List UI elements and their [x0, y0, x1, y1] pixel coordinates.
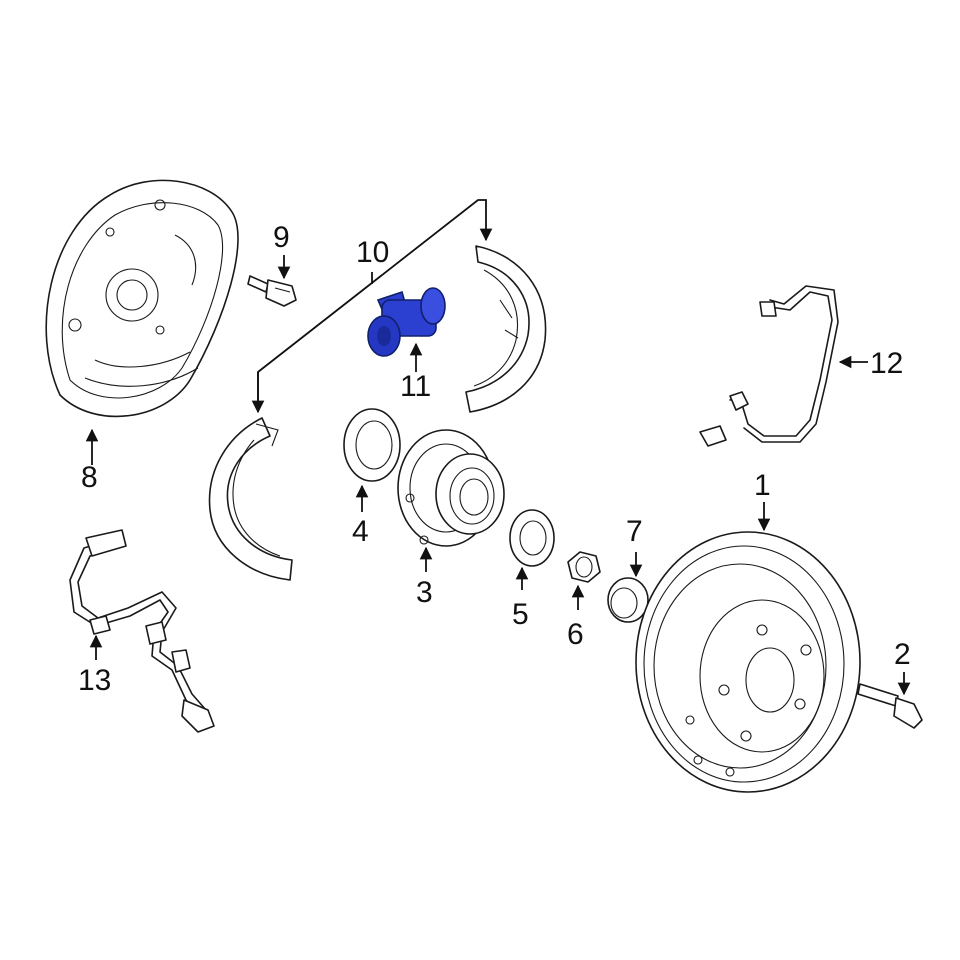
brake-line-part[interactable]	[699, 285, 839, 447]
callout-3: 3	[416, 576, 433, 609]
brake-shoe-group-leader	[251, 199, 493, 414]
callout-4: 4	[352, 515, 369, 548]
bolt-part[interactable]	[247, 275, 297, 307]
callout-9: 9	[273, 221, 290, 254]
brake-shoe-left-part[interactable]	[208, 417, 293, 581]
callout-8: 8	[81, 461, 98, 494]
callout-7: 7	[626, 515, 643, 548]
wheel-stud-part[interactable]	[857, 683, 923, 729]
callout-5: 5	[512, 598, 529, 631]
backing-plate-part[interactable]	[45, 179, 239, 418]
callout-12: 12	[870, 347, 903, 380]
brake-shoe-right-part[interactable]	[465, 245, 547, 413]
wheel-cylinder-part[interactable]	[367, 287, 446, 357]
wheel-hub-part[interactable]	[397, 429, 505, 547]
grease-cap-part[interactable]	[607, 577, 649, 623]
callout-1: 1	[754, 469, 771, 502]
nut-part[interactable]	[567, 551, 601, 583]
callout-10: 10	[356, 236, 389, 269]
callout-2: 2	[894, 638, 911, 671]
callout-11: 11	[400, 370, 431, 403]
sensor-harness-part[interactable]	[69, 529, 215, 733]
brake-drum-part[interactable]	[635, 531, 861, 793]
callout-13: 13	[78, 664, 111, 697]
seal-part[interactable]	[343, 408, 401, 482]
bearing-part[interactable]	[509, 509, 555, 567]
callout-6: 6	[567, 618, 584, 651]
